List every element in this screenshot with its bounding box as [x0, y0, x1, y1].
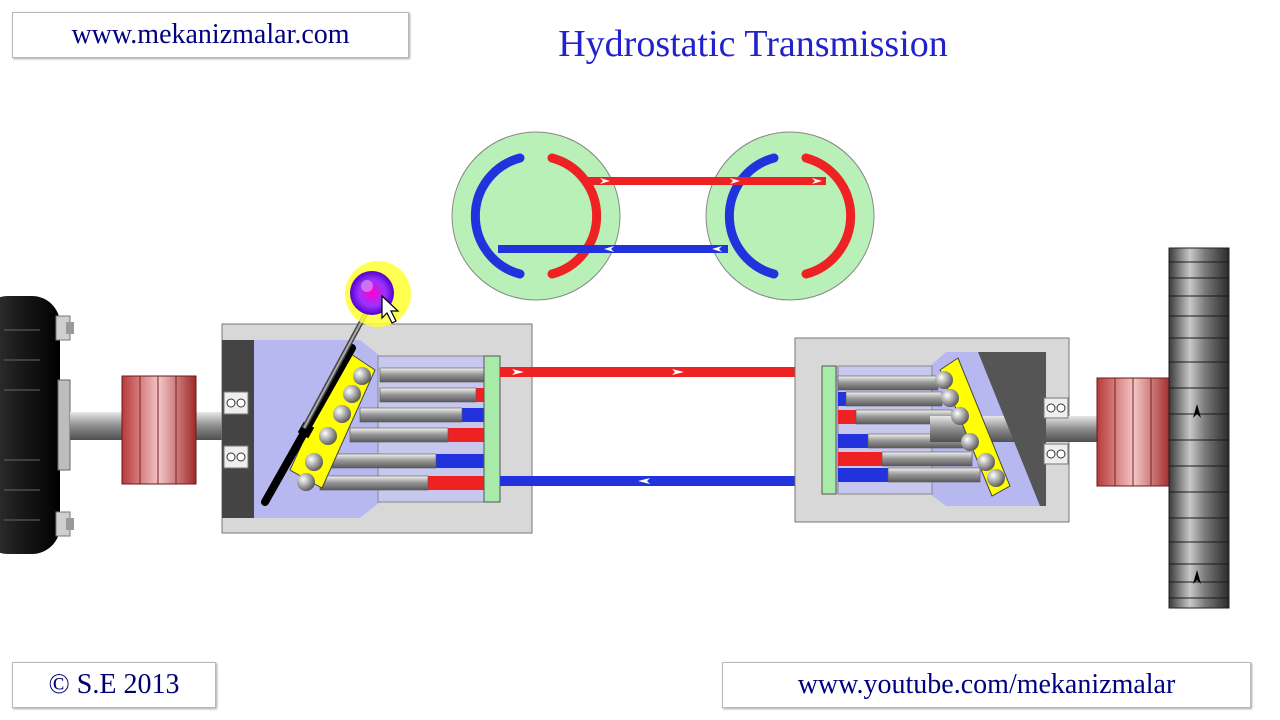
motor-schematic: [705, 131, 875, 301]
schematic-high-pressure-line: [586, 177, 826, 185]
engine: [0, 296, 74, 554]
motor-piston-balls: [935, 371, 1005, 487]
wheel-marker-icon: [1193, 570, 1201, 584]
input-coupling: [121, 375, 197, 485]
cursor-arrow-icon: [381, 294, 400, 324]
pump-high-port: [547, 153, 602, 279]
pump-piston-balls: [297, 367, 371, 491]
wheel-marker-icon: [1193, 404, 1201, 418]
motor-pistons: [837, 375, 981, 483]
hydraulic-motor: [794, 337, 1100, 523]
low-pressure-line: [500, 476, 822, 486]
high-pressure-line: [500, 367, 822, 377]
pump-end-cap: [222, 340, 254, 518]
youtube-link[interactable]: www.youtube.com/mekanizmalar: [722, 662, 1251, 708]
site-link[interactable]: www.mekanizmalar.com: [12, 12, 409, 58]
pump-low-port: [470, 153, 525, 279]
motor-low-port: [724, 153, 779, 279]
pump-bearing: [223, 391, 249, 469]
motor-swashplate-dark: [946, 352, 1046, 506]
control-knob-icon[interactable]: [345, 261, 411, 327]
motor-high-port: [801, 153, 856, 279]
pump-schematic: [451, 131, 621, 301]
pump-port-plate: [483, 355, 501, 503]
motor-bearing: [1043, 397, 1069, 465]
schematic-low-pressure-line: [498, 245, 728, 253]
pump-pistons: [319, 367, 485, 491]
output-coupling: [1096, 377, 1172, 487]
page-title: Hydrostatic Transmission: [558, 23, 948, 65]
output-wheel: [1168, 247, 1230, 609]
variable-pump: [221, 323, 533, 534]
copyright-label: © S.E 2013: [12, 662, 216, 708]
motor-port-plate: [821, 365, 837, 495]
